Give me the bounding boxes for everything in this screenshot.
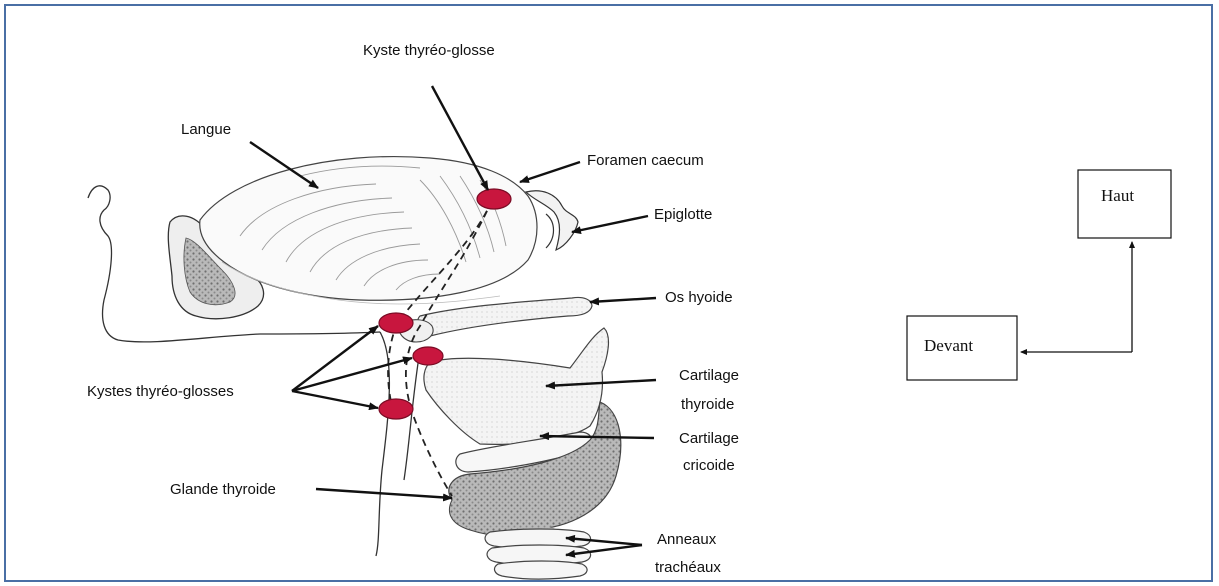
label-cartilage-cricoide-1: Cartilage [679,430,739,447]
label-kyste-top: Kyste thyréo-glosse [363,42,495,59]
label-anneaux-1: Anneaux [657,531,717,548]
label-kystes: Kystes thyréo-glosses [87,383,234,400]
hyoid-bone [399,297,592,342]
label-glande: Glande thyroide [170,481,276,498]
label-anneaux-2: trachéaux [655,559,721,576]
cyst-middle [413,347,443,365]
label-os-hyoide: Os hyoide [665,289,733,306]
label-cartilage-cricoide-2: cricoide [683,457,735,474]
label-langue: Langue [181,121,231,138]
label-cartilage-thyroide-1: Cartilage [679,367,739,384]
label-cartilage-thyroide-2: thyroide [681,396,734,413]
orientation-legend: Haut Devant [907,170,1171,380]
cyst-upper [379,313,413,333]
cyst-top [477,189,511,209]
label-foramen: Foramen caecum [587,152,704,169]
thyroid-cartilage [424,328,609,444]
haut-label: Haut [1101,186,1134,205]
label-epiglotte: Epiglotte [654,206,712,223]
devant-label: Devant [924,336,973,355]
cyst-lower [379,399,413,419]
